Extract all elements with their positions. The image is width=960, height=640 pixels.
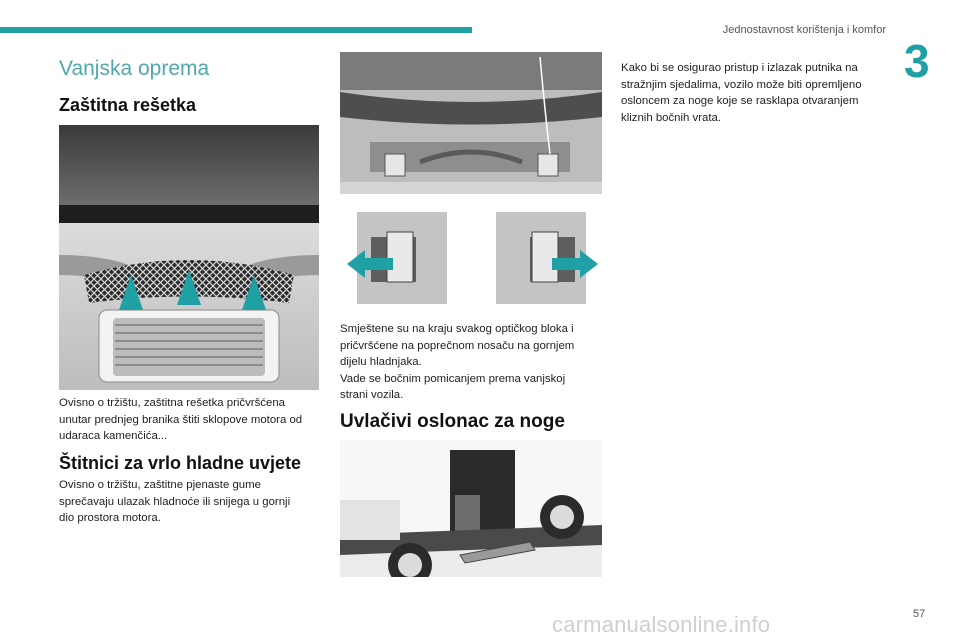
paragraph-cold-shields: Ovisno o tržištu, zaštitne pjenaste gume… [59,479,291,524]
heading-footrest: Uvlačivi oslonac za noge [340,411,565,432]
watermark: carmanualsonline.info [552,612,771,637]
heading-cold-shields: Štitnici za vrlo hladne uvjete [59,453,302,473]
figure-shield-right [482,212,602,304]
header-title: Jednostavnost korištenja i komfor [722,24,886,36]
page-number: 57 [913,608,926,620]
paragraph-grille: Ovisno o tržištu, zaštitna rešetka pričv… [59,397,303,442]
chapter-number: 3 [904,35,930,87]
figure-shield-left [343,212,463,304]
heading-protective-grille: Zaštitna rešetka [59,95,197,115]
paragraph-footrest: Kako bi se osigurao pristup i izlazak pu… [621,62,862,124]
figure-front-grille [59,125,319,390]
paragraph-shields-location: Smještene su na kraju svakog optičkog bl… [340,323,575,401]
figure-engine-bay [340,52,602,194]
section-title: Vanjska oprema [59,57,210,80]
figure-footrest-van [340,440,602,577]
header-accent-bar [0,27,472,33]
